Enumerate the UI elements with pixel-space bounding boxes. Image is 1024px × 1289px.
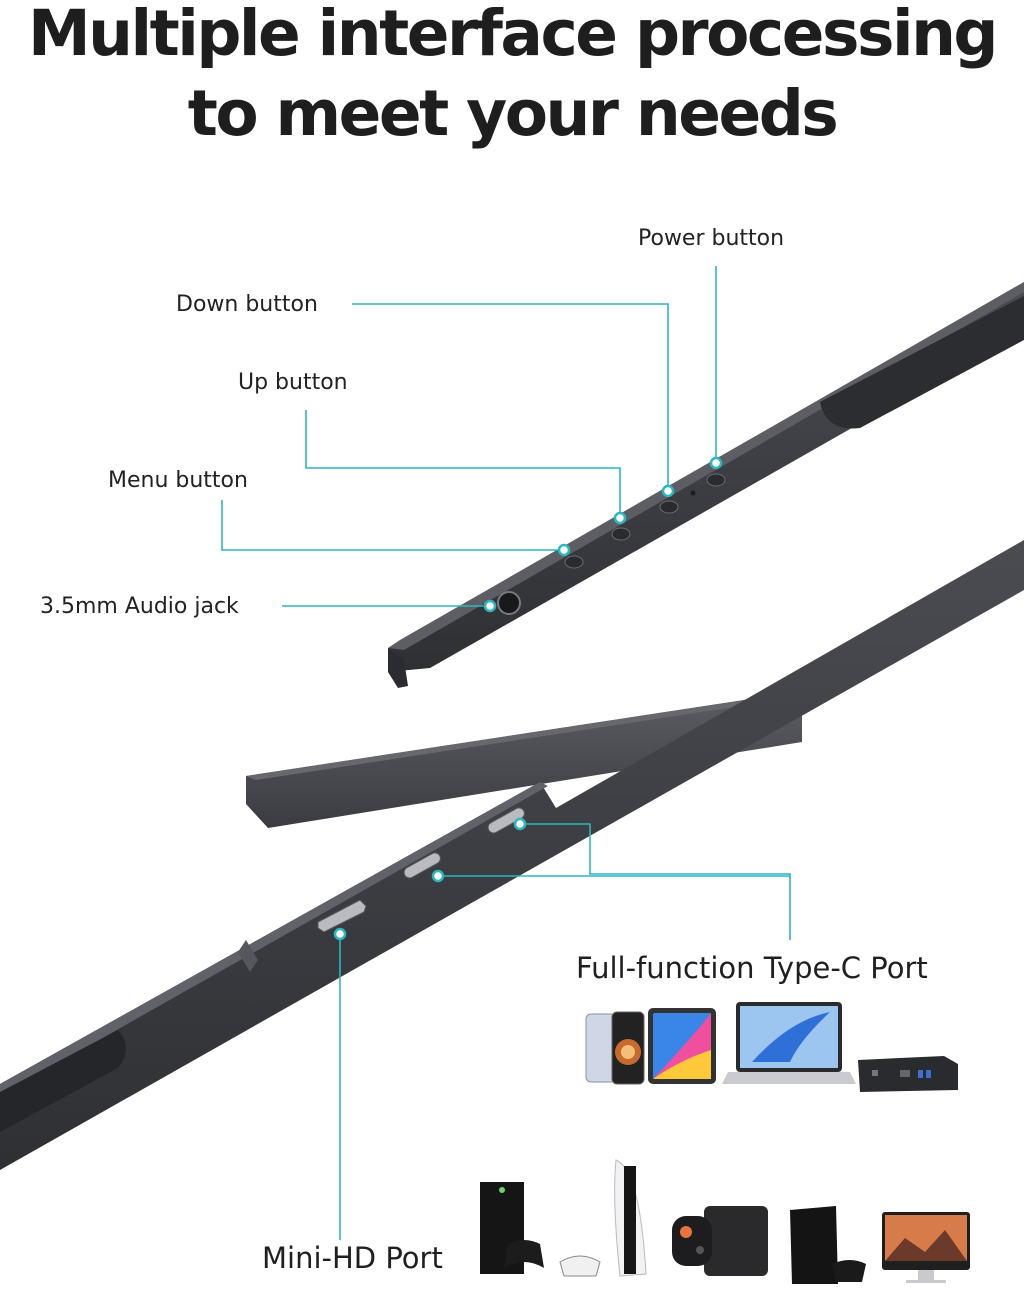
menu-leader-line bbox=[221, 500, 564, 551]
playstation-4-icon bbox=[790, 1206, 866, 1284]
menu-button-callout: Menu button bbox=[108, 468, 248, 493]
up-button-callout: Up button bbox=[238, 370, 348, 395]
headline-line-1: Multiple interface processing bbox=[27, 0, 999, 70]
audio-jack-icon bbox=[497, 591, 521, 615]
typec-device-row bbox=[585, 1002, 958, 1092]
monitor-top-edge bbox=[388, 282, 1024, 688]
up-button-icon bbox=[611, 527, 631, 541]
down-button-icon bbox=[659, 500, 679, 514]
headline-line-2: to meet your needs bbox=[187, 77, 839, 150]
monitor-bottom-edge bbox=[0, 540, 1024, 1170]
smartphone-icon bbox=[585, 1011, 645, 1085]
down-button-callout: Down button bbox=[176, 292, 318, 317]
typec-port-2-icon bbox=[403, 852, 441, 879]
menu-button-icon bbox=[564, 555, 584, 569]
up-leader-line bbox=[305, 410, 621, 517]
callout-dots bbox=[333, 456, 723, 941]
xbox-console-icon bbox=[480, 1182, 544, 1274]
mini-pc-icon bbox=[858, 1056, 958, 1092]
desktop-monitor-icon bbox=[882, 1212, 970, 1283]
minihd-port-callout: Mini-HD Port bbox=[262, 1241, 443, 1275]
monitor-back-piece bbox=[246, 696, 802, 828]
power-button-icon bbox=[706, 473, 726, 487]
typec-port-callout: Full-function Type-C Port bbox=[576, 951, 928, 985]
playstation-5-icon bbox=[559, 1159, 647, 1277]
minihd-port-icon bbox=[317, 899, 367, 933]
tablet-icon bbox=[648, 1008, 716, 1084]
power-button-callout: Power button bbox=[638, 226, 785, 251]
typec-leader-line-1 bbox=[520, 823, 791, 940]
led-indicator-icon bbox=[690, 490, 696, 496]
minihd-device-row bbox=[480, 1159, 970, 1284]
handheld-console-icon bbox=[672, 1206, 768, 1276]
audio-jack-callout: 3.5mm Audio jack bbox=[40, 594, 239, 619]
laptop-icon bbox=[722, 1002, 856, 1084]
typec-port-1-icon bbox=[487, 807, 525, 834]
down-leader-line bbox=[352, 303, 669, 490]
callout-leader-lines bbox=[221, 266, 791, 1240]
